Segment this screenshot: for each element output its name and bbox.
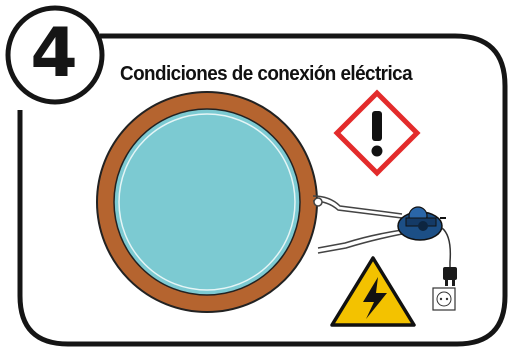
power-cable bbox=[441, 227, 452, 268]
electrical-plug-icon bbox=[443, 267, 457, 286]
power-socket-icon bbox=[432, 287, 456, 311]
step-number: 4 bbox=[30, 14, 78, 93]
filter-pump-icon bbox=[397, 206, 446, 241]
page-title: Condiciones de conexión eléctrica bbox=[120, 62, 413, 85]
electric-shock-warning-icon bbox=[330, 256, 416, 327]
hoses bbox=[312, 195, 403, 254]
pool-icon bbox=[96, 91, 318, 313]
step-circle bbox=[5, 5, 105, 105]
warning-exclamation-icon bbox=[333, 89, 421, 177]
panel-frame bbox=[17, 33, 508, 347]
